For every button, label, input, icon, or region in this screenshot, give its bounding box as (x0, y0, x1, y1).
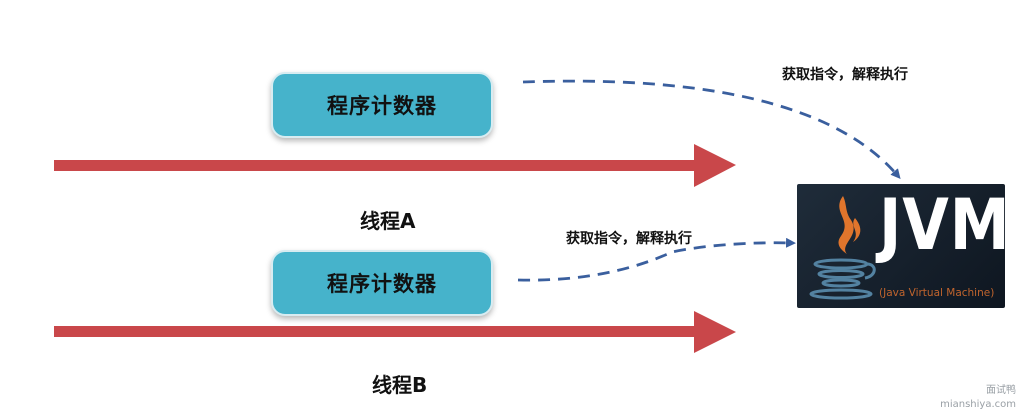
fetch-arrow-a (522, 79, 901, 180)
fetch-label-mid: 获取指令，解释执行 (566, 231, 692, 247)
thread-b-label: 线程B (372, 373, 428, 397)
thread-a-label: 线程A (360, 209, 416, 233)
program-counter-b-label: 程序计数器 (327, 272, 437, 296)
thread-b-arrow (54, 311, 736, 353)
fetch-arrow-b (517, 237, 796, 282)
thread-a-arrow (54, 144, 736, 187)
jvm-subtitle: (Java Virtual Machine) (879, 287, 995, 299)
program-counter-a-label: 程序计数器 (327, 94, 437, 118)
jvm-logo-panel: JVM (Java Virtual Machine) (797, 184, 1005, 308)
program-counter-b-box: 程序计数器 (271, 250, 493, 316)
fetch-label-top: 获取指令，解释执行 (782, 67, 908, 83)
program-counter-a-box: 程序计数器 (271, 72, 493, 138)
java-coffee-cup-icon (809, 196, 876, 300)
jvm-title: JVM (879, 184, 1005, 266)
watermark-line2: mianshiya.com (940, 399, 1016, 410)
watermark-line1: 面试鸭 (986, 385, 1016, 396)
watermark: 面试鸭 mianshiya.com (940, 384, 1016, 412)
